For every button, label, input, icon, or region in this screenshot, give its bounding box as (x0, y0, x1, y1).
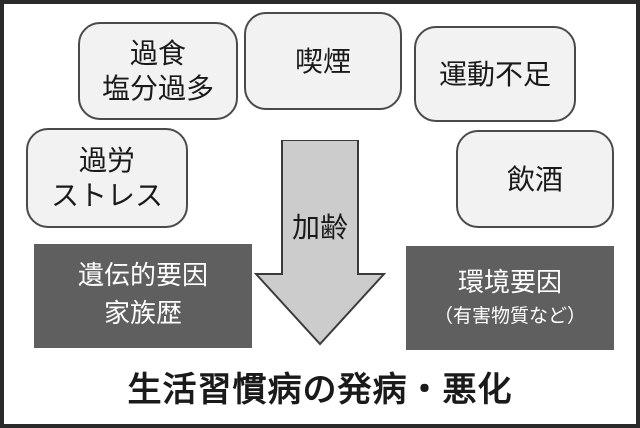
smoking-label: 喫煙 (294, 44, 351, 78)
environmental-factors-box: 環境要因 （有害物質など） (406, 246, 614, 350)
result-heading: 生活習慣病の発病・悪化 (127, 370, 513, 410)
lack-of-exercise-label: 運動不足 (438, 57, 551, 91)
down-arrow (254, 140, 386, 346)
drinking-label: 飲酒 (506, 162, 563, 196)
overeating-label: 過食 (129, 37, 186, 70)
overwork-box: 過労 ストレス (26, 128, 188, 228)
genetic-factors-box: 遺伝的要因 家族歴 (34, 244, 252, 348)
aging-label: 加齢 (291, 211, 348, 244)
harmful-substances-label: （有害物質など） (433, 305, 586, 328)
down-arrow-shape (254, 140, 386, 346)
lack-of-exercise-box: 運動不足 (414, 26, 576, 122)
overeating-box: 過食 塩分過多 (78, 22, 238, 120)
stress-label: ストレス (50, 179, 163, 212)
environmental-factors-label: 環境要因 (457, 268, 562, 299)
genetic-factors-label: 遺伝的要因 (77, 261, 208, 292)
smoking-box: 喫煙 (244, 12, 402, 110)
family-history-label: 家族歴 (103, 299, 182, 329)
drinking-box: 飲酒 (456, 130, 614, 228)
overwork-label: 過労 (78, 144, 135, 177)
salt-excess-label: 塩分過多 (101, 72, 214, 105)
